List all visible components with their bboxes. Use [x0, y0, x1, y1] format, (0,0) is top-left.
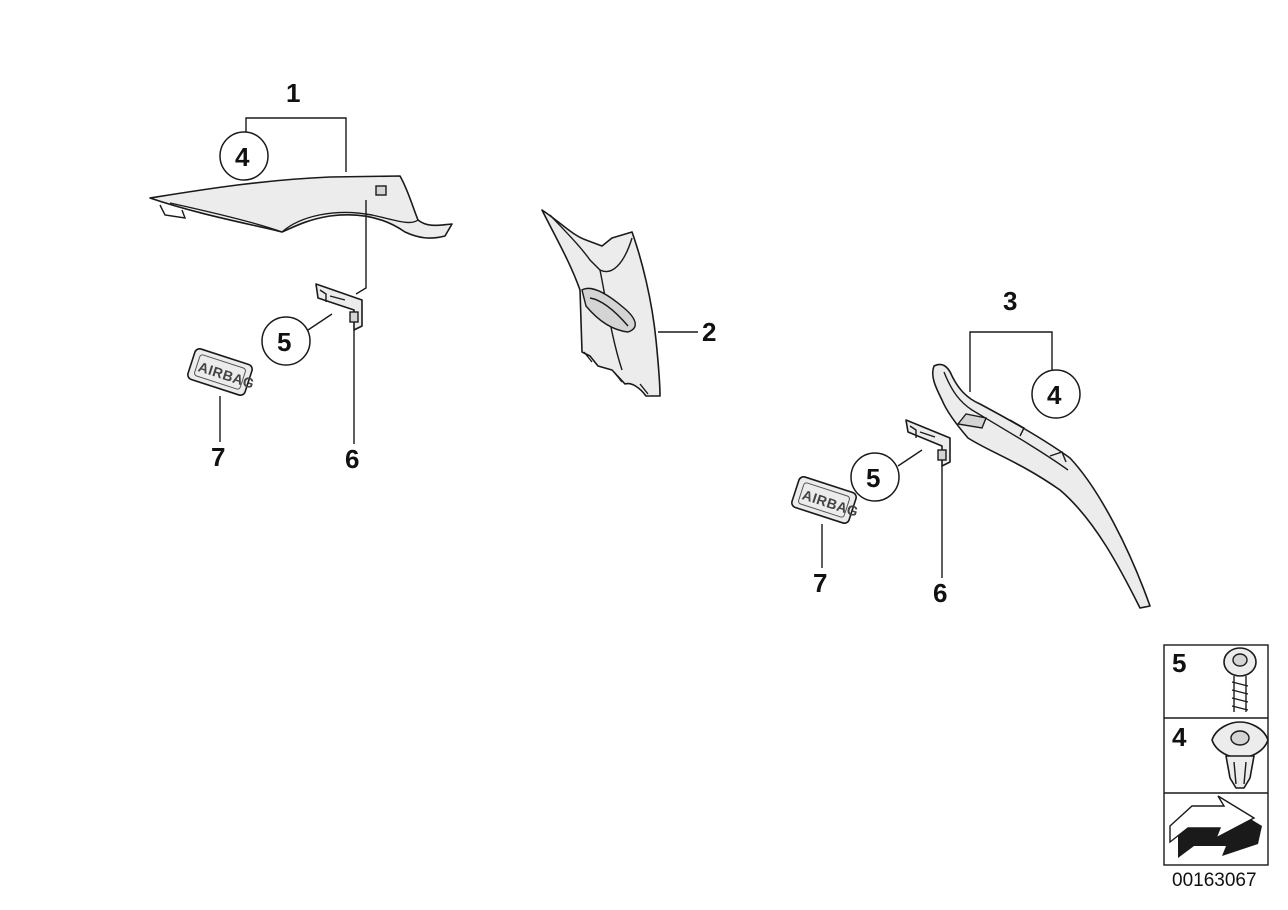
part-1-group: 1 4 5 6 AIRBAG 7	[149, 78, 453, 474]
callout-5-left: 5	[277, 327, 291, 357]
part-2-group: 2	[541, 209, 716, 397]
document-number: 00163067	[1172, 870, 1257, 891]
callout-5-right: 5	[866, 463, 880, 493]
bracket-1	[245, 117, 347, 172]
circle-ref-5-right	[850, 452, 900, 502]
push-clip-icon	[1211, 721, 1269, 789]
callout-1: 1	[286, 78, 300, 108]
callout-4-left: 4	[235, 142, 250, 172]
bracket-3	[969, 331, 1053, 392]
circle-ref-4-right	[1031, 369, 1081, 419]
screw-icon	[1223, 647, 1257, 712]
circle-ref-4-left	[219, 131, 269, 181]
long-trim-strip-3	[931, 363, 1151, 609]
callout-6-right: 6	[933, 578, 947, 608]
upper-trim-panel	[149, 175, 453, 239]
leader-panel-clip	[355, 200, 367, 295]
direction-arrow-icon	[1169, 795, 1262, 858]
legend-label-5: 5	[1172, 648, 1186, 678]
callout-3: 3	[1003, 286, 1017, 316]
circle-ref-5-left	[261, 316, 311, 366]
callout-7-right: 7	[813, 568, 827, 598]
callout-2: 2	[702, 317, 716, 347]
callout-6-left: 6	[345, 444, 359, 474]
callout-7-left: 7	[211, 442, 225, 472]
legend-label-4: 4	[1172, 722, 1187, 752]
part-3-group: 3 4 5 6 AIRBAG 7	[791, 286, 1151, 609]
clip-6-left	[315, 283, 363, 331]
callout-4-right: 4	[1047, 380, 1062, 410]
fastener-legend: 5 4	[1163, 644, 1269, 866]
airbag-badge-left: AIRBAG	[187, 348, 257, 396]
